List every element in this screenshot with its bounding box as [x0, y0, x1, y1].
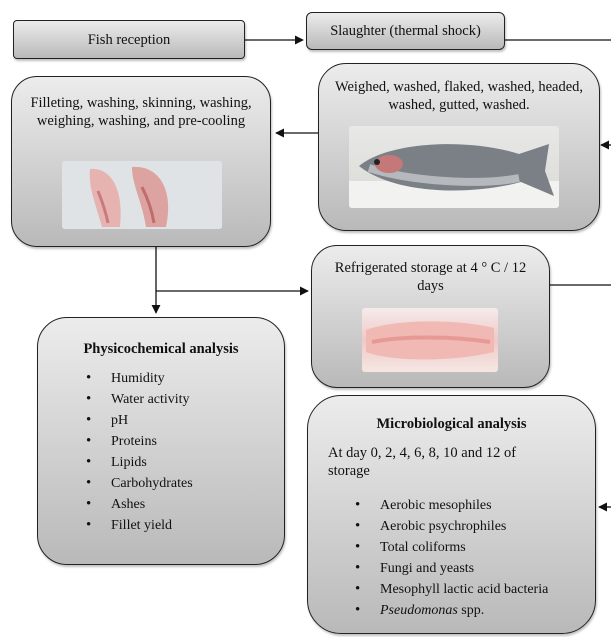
list-item: Mesophyll lactic acid bacteria [355, 579, 548, 600]
filleting-label: Filleting, washing, skinning, washing, w… [30, 95, 252, 129]
list-item: Aerobic mesophiles [355, 495, 548, 516]
list-item: Total coliforms [355, 537, 548, 558]
list-item-pseudomonas: Pseudomonas spp. [355, 600, 548, 621]
microbiological-list: Aerobic mesophiles Aerobic psychrophiles… [355, 495, 548, 621]
microbiological-title: Microbiological analysis [376, 416, 527, 432]
refrigerated-fillet-image [366, 321, 494, 360]
physicochemical-title: Physicochemical analysis [83, 341, 239, 357]
list-item: Lipids [86, 452, 193, 473]
list-item: Aerobic psychrophiles [355, 516, 548, 537]
list-item: Fillet yield [86, 515, 193, 536]
refrigerated-storage-label: Refrigerated storage at 4 ° C / 12 days [334, 260, 527, 294]
whole-fish-photo [349, 126, 559, 208]
slaughter-box [306, 12, 505, 50]
slaughter-label: Slaughter (thermal shock) [330, 23, 481, 39]
refrigerated-fillet-photo [362, 308, 498, 372]
list-item: Carbohydrates [86, 473, 193, 494]
list-item: Proteins [86, 431, 193, 452]
physicochemical-list: Humidity Water activity pH Proteins Lipi… [86, 368, 193, 536]
list-item: pH [86, 410, 193, 431]
microbiological-intro: At day 0, 2, 4, 6, 8, 10 and 12 of stora… [328, 445, 517, 479]
fish-reception-box [13, 20, 245, 59]
pseudomonas-genus: Pseudomonas [380, 603, 458, 618]
pseudomonas-spp: spp. [457, 603, 485, 618]
weighed-washed-label: Weighed, washed, flaked, washed, headed,… [334, 79, 584, 113]
list-item: Fungi and yeasts [355, 558, 548, 579]
list-item: Water activity [86, 389, 193, 410]
fillets-image [62, 161, 222, 229]
whole-fish-image [349, 144, 559, 208]
list-item: Humidity [86, 368, 193, 389]
fish-reception-label: Fish reception [87, 32, 171, 48]
list-item: Ashes [86, 494, 193, 515]
fillets-on-tray-photo [62, 161, 222, 229]
